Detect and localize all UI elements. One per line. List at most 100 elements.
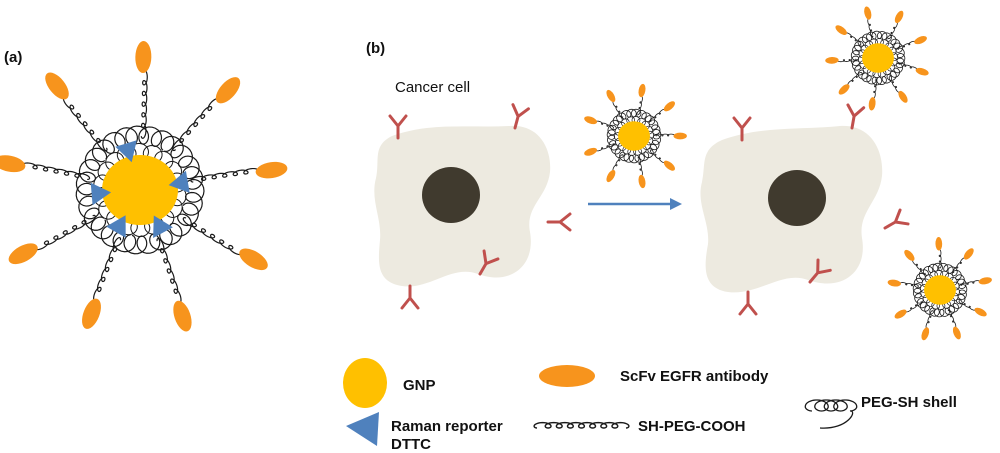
peg-cooh-chain bbox=[637, 95, 643, 115]
antibody bbox=[663, 160, 675, 171]
antibody bbox=[638, 174, 646, 189]
legend-antibody-label: ScFv EGFR antibody bbox=[620, 368, 769, 385]
raman-reporter bbox=[153, 215, 173, 238]
legend-peg-sh-shell-swatch bbox=[804, 399, 858, 429]
antibody bbox=[864, 6, 872, 20]
peg-sh-shell-loop bbox=[125, 125, 175, 153]
antibody bbox=[921, 327, 930, 341]
peg-sh-shell-loop bbox=[610, 144, 630, 162]
process-arrow-head bbox=[670, 198, 682, 210]
peg-cooh-chain bbox=[172, 98, 220, 152]
raman-reporter bbox=[106, 215, 126, 238]
antibody bbox=[584, 147, 598, 156]
gnp-core bbox=[618, 121, 650, 151]
receptors-right bbox=[732, 103, 910, 316]
egfr-receptor bbox=[738, 290, 758, 316]
antibody bbox=[887, 279, 901, 287]
antibody bbox=[663, 101, 675, 112]
cancer-cell-label: Cancer cell bbox=[395, 79, 470, 96]
antibody bbox=[0, 155, 26, 173]
peg-cooh-chain bbox=[612, 154, 624, 172]
legend-antibody-swatch bbox=[539, 365, 595, 387]
antibody bbox=[935, 237, 943, 251]
peg-cooh-chain bbox=[898, 62, 918, 71]
legend-peg-cooh-swatch bbox=[533, 421, 630, 429]
egfr-receptor bbox=[400, 284, 420, 310]
peg-cooh-chain bbox=[612, 100, 624, 118]
antibody bbox=[584, 116, 598, 125]
peg-sh-shell-loop bbox=[75, 182, 107, 231]
peg-cooh-chain bbox=[649, 108, 666, 123]
egfr-receptor bbox=[511, 103, 530, 130]
antibody bbox=[978, 277, 992, 285]
peg-cooh-chain bbox=[887, 21, 898, 40]
peg-cooh-chain bbox=[62, 96, 108, 152]
egfr-receptor bbox=[478, 249, 500, 276]
antibody bbox=[606, 169, 616, 183]
antibody bbox=[45, 72, 69, 100]
peg-sh-shell-loop bbox=[160, 135, 200, 180]
peg-cooh-chain bbox=[872, 79, 878, 99]
peg-sh-shell-loop bbox=[159, 202, 199, 246]
nanoparticle-small-top bbox=[825, 6, 929, 111]
peg-sh-shell-loop bbox=[932, 262, 954, 274]
panel-b-label: (b) bbox=[366, 40, 385, 57]
antibody bbox=[952, 326, 961, 340]
peg-cooh-chain bbox=[637, 157, 643, 177]
legend-peg-cooh-label: SH-PEG-COOH bbox=[638, 418, 746, 435]
peg-cooh-chain bbox=[845, 32, 862, 45]
antibody bbox=[898, 90, 908, 103]
antibody bbox=[173, 300, 192, 332]
peg-sh-shell-loop bbox=[623, 153, 645, 164]
gnp-core bbox=[924, 275, 956, 305]
peg-cooh-chain bbox=[595, 120, 614, 129]
peg-cooh-chain bbox=[958, 300, 976, 311]
peg-cooh-chain bbox=[938, 249, 942, 269]
egfr-receptor bbox=[808, 258, 832, 284]
antibody bbox=[963, 248, 974, 260]
antibody bbox=[606, 89, 616, 103]
antibody bbox=[974, 307, 987, 317]
antibody bbox=[673, 132, 687, 140]
nucleus-right bbox=[768, 170, 826, 226]
peg-cooh-chain bbox=[34, 214, 96, 251]
peg-cooh-chain bbox=[947, 309, 957, 329]
peg-cooh-chain bbox=[888, 76, 901, 93]
peg-cooh-chain bbox=[897, 40, 916, 50]
antibody bbox=[239, 248, 268, 271]
peg-cooh-chain bbox=[952, 257, 966, 274]
antibody bbox=[838, 84, 850, 95]
legend-gnp-swatch bbox=[343, 358, 387, 408]
peg-cooh-chain bbox=[655, 133, 675, 137]
peg-sh-shell-loop bbox=[881, 32, 901, 49]
nanoparticle-small-approaching bbox=[584, 83, 687, 189]
egfr-receptor bbox=[546, 212, 572, 232]
peg-sh-shell-loop bbox=[854, 33, 873, 51]
peg-cooh-chain bbox=[837, 58, 857, 63]
antibody bbox=[835, 25, 847, 35]
raman-reporter bbox=[168, 170, 190, 193]
nucleus-left bbox=[422, 167, 480, 223]
nanoparticle-large bbox=[0, 41, 288, 332]
peg-cooh-chain bbox=[847, 71, 863, 86]
gnp-core bbox=[102, 155, 178, 225]
receptors-left bbox=[388, 103, 572, 310]
peg-sh-shell-loop bbox=[851, 60, 868, 80]
peg-cooh-chain bbox=[595, 143, 614, 152]
legend-raman-swatch bbox=[346, 412, 379, 446]
peg-sh-shell-loop bbox=[876, 71, 897, 85]
antibody bbox=[638, 83, 646, 98]
antibody bbox=[894, 309, 907, 319]
legend-gnp-label: GNP bbox=[403, 377, 436, 394]
peg-cooh-chain bbox=[961, 280, 981, 286]
panel-a-label: (a) bbox=[4, 49, 22, 66]
antibody bbox=[825, 56, 839, 64]
peg-sh-shell-loop bbox=[123, 228, 173, 255]
peg-cooh-chain bbox=[182, 217, 243, 256]
antibody bbox=[8, 243, 38, 265]
antibody bbox=[255, 161, 288, 179]
antibody bbox=[914, 36, 927, 45]
peg-sh-shell-loop bbox=[607, 115, 623, 136]
